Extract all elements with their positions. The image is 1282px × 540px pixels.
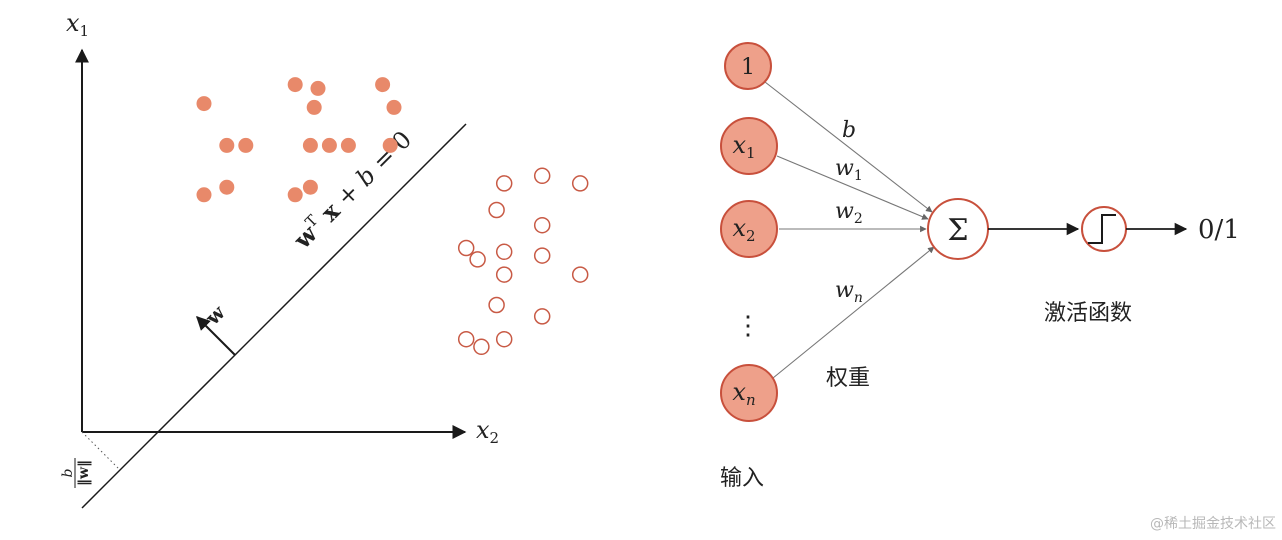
svg-text:x2: x2 (732, 214, 755, 245)
normal-vector-arrow (196, 316, 236, 356)
positive-sample-point (310, 80, 326, 96)
activation-node (1081, 206, 1127, 252)
input-ellipsis: ⋮ (735, 311, 761, 341)
weight-w2-label: w2 (835, 199, 863, 227)
negative-sample-point (495, 175, 513, 192)
positive-sample-point (287, 187, 303, 203)
positive-sample-point (386, 99, 402, 115)
negative-sample-point (488, 201, 505, 219)
output-label: 0/1 (1198, 215, 1240, 245)
negative-sample-point (457, 239, 475, 257)
negative-sample-point (571, 266, 589, 283)
activation-caption: 激活函数 (1044, 301, 1132, 326)
negative-sample-point (469, 251, 486, 268)
decision-boundary (81, 123, 467, 509)
positive-sample-point (196, 187, 212, 203)
negative-sample-point (495, 330, 513, 348)
negative-sample-point (533, 216, 551, 234)
negative-sample-point (533, 308, 551, 325)
positive-sample-point (302, 179, 318, 195)
negative-sample-point (533, 167, 551, 185)
negative-sample-point (488, 296, 505, 314)
positive-sample-point (302, 137, 318, 153)
negative-class-points (457, 167, 589, 356)
offset-fraction: b ‖w‖ (60, 458, 92, 488)
positive-sample-point (321, 137, 337, 153)
positive-sample-point (382, 137, 398, 153)
positive-sample-point (196, 96, 212, 112)
weights-caption: 权重 (826, 366, 870, 391)
x2-axis-label: x2 (476, 416, 499, 447)
svg-text:Σ: Σ (947, 213, 968, 248)
negative-sample-point (571, 175, 589, 192)
svm-diagram: x1 x2 wT x + b = 0 w b ‖w‖ (60, 9, 589, 509)
positive-sample-point (306, 99, 322, 115)
input-node-x2: x2 (720, 200, 778, 258)
weight-b-label: b (842, 118, 856, 143)
step-function-icon (1088, 214, 1116, 244)
negative-sample-point (457, 330, 475, 348)
bias-node: 1 (724, 42, 772, 90)
positive-sample-point (287, 77, 303, 93)
input-node-x1: x1 (720, 117, 778, 175)
negative-sample-point (533, 247, 551, 264)
positive-sample-point (219, 179, 235, 195)
edge-xn (772, 246, 935, 379)
perceptron-diagram: b w1 w2 wn 1 x1 x2 ⋮ xn Σ (720, 42, 1240, 491)
svg-text:1: 1 (741, 55, 755, 80)
positive-sample-point (219, 137, 235, 153)
sum-node: Σ (927, 198, 989, 260)
weight-wn-label: wn (835, 278, 863, 306)
negative-sample-point (495, 266, 513, 283)
offset-numerator: b (60, 468, 76, 477)
edge-bias (764, 81, 933, 213)
positive-sample-point (340, 137, 356, 153)
positive-sample-point (375, 77, 391, 93)
x1-axis-label: x1 (66, 9, 89, 40)
input-node-xn: xn (720, 364, 778, 422)
positive-sample-point (238, 137, 254, 153)
watermark: @稀土掘金技术社区 (1150, 516, 1276, 532)
svg-text:xn: xn (732, 378, 755, 409)
negative-sample-point (473, 338, 490, 356)
svg-text:x1: x1 (732, 131, 755, 162)
inputs-caption: 输入 (720, 466, 764, 491)
positive-class-points (196, 77, 402, 203)
negative-sample-point (495, 243, 513, 261)
offset-denominator: ‖w‖ (76, 460, 92, 486)
edge-x1 (776, 155, 929, 220)
weight-w1-label: w1 (835, 156, 863, 184)
